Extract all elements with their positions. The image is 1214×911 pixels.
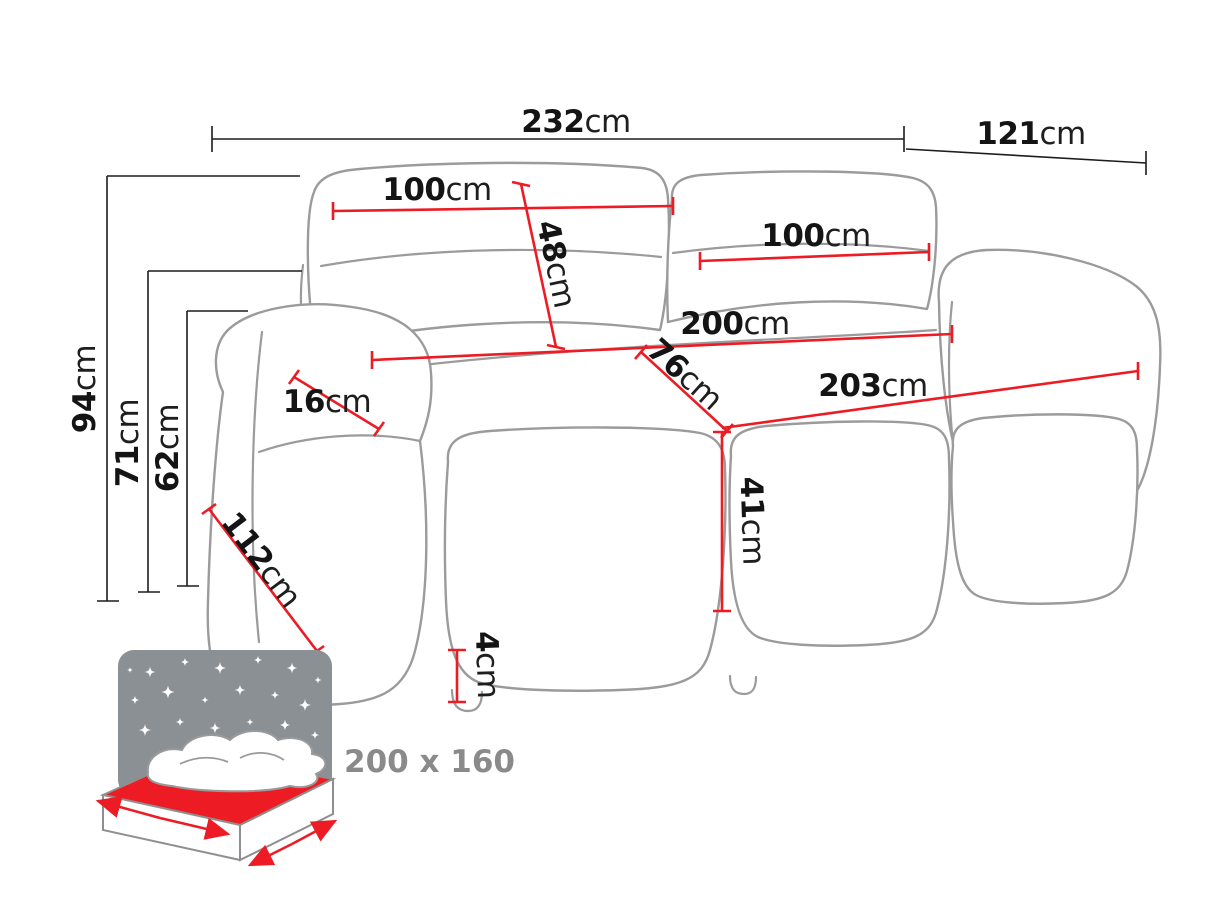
dim-line-seat-depth <box>640 351 728 432</box>
seat-cushion-left <box>443 426 727 692</box>
sleeping-area-size-label: 200 x 160 <box>344 744 515 780</box>
dim-label-overall-height: 94cm <box>67 345 103 433</box>
blanket <box>146 730 327 793</box>
dim-label-seat-height: 41cm <box>732 476 771 566</box>
sofa-drawing <box>206 161 1162 713</box>
sleeping-area-icon: 200 x 160 <box>95 650 515 867</box>
armrest-left-seam-vertical <box>251 330 264 644</box>
dim-label-seat-width: 200cm <box>680 306 789 342</box>
dim-label-back-cushion-width-left: 100cm <box>382 172 491 208</box>
dim-label-armrest-height: 71cm <box>110 399 146 487</box>
dimension-lines-red <box>201 180 1140 704</box>
dim-line-back-cushion-height <box>519 183 558 348</box>
dim-label-armrest-width: 16cm <box>283 384 371 420</box>
dim-line-back-cushion-width-left <box>332 204 674 213</box>
dim-line-overall-depth <box>905 148 1147 164</box>
armrest-left-seam-top <box>257 434 422 454</box>
armrest-left <box>206 303 433 708</box>
dim-label-bed-length: 203cm <box>818 368 927 404</box>
dimension-lines-black <box>97 126 1147 602</box>
dim-line-side-depth <box>207 508 319 652</box>
dim-label-back-lower-height: 62cm <box>150 404 186 492</box>
size-arrows <box>95 796 338 867</box>
blanket-fold <box>179 756 229 765</box>
mattress-front-right <box>239 777 334 862</box>
width-arrow <box>159 816 231 840</box>
dim-label-leg-height: 4cm <box>468 630 506 699</box>
dim-line-armrest-width <box>293 375 380 431</box>
seat-cushion-right <box>950 413 1139 605</box>
blanket-fold <box>239 752 285 761</box>
dim-label-overall-width: 232cm <box>521 104 630 140</box>
dim-label-overall-depth: 121cm <box>976 116 1085 152</box>
back-cushion-right-seam <box>671 242 931 255</box>
width-arrow <box>95 796 161 820</box>
sofa-foot-middle <box>728 674 758 696</box>
dim-label-back-cushion-width-right: 100cm <box>761 218 870 254</box>
back-cushion-left-seam <box>319 248 663 268</box>
dim-label-back-cushion-height: 48cm <box>529 217 583 311</box>
depth-arrow <box>291 819 338 846</box>
dim-line-seat-width <box>371 332 953 362</box>
seat-cushion-middle <box>728 420 951 647</box>
dim-line-back-cushion-width-right <box>699 250 930 263</box>
depth-arrow <box>247 842 293 867</box>
back-cushion-right <box>666 170 938 324</box>
dim-line-bed-length <box>721 369 1139 430</box>
seat-back-crease <box>363 328 938 374</box>
